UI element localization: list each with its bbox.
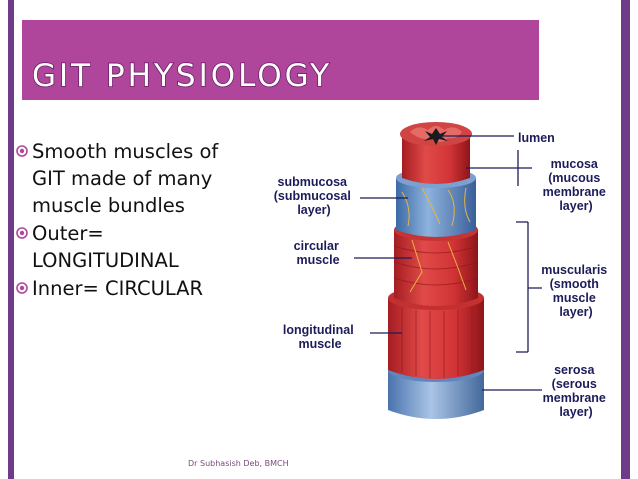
bullet-item: Smooth muscles of GIT made of many muscl…	[16, 138, 256, 219]
bullet-list: Smooth muscles of GIT made of many muscl…	[16, 138, 256, 303]
mucosa-label: mucosa (mucous membrane layer)	[543, 157, 610, 213]
left-accent-bar	[8, 0, 14, 479]
bullet-item: Outer= LONGITUDINAL	[16, 220, 256, 274]
title-band	[22, 20, 539, 100]
lumen-icon	[424, 128, 448, 145]
lumen-label: lumen	[518, 131, 555, 145]
right-leader-lines	[438, 135, 542, 391]
git-wall-diagram: lumen mucosa (mucous membrane layer) sub…	[274, 122, 611, 419]
right-accent-bar	[621, 0, 630, 479]
submucosa-label: submucosa (submucosal layer)	[274, 175, 355, 217]
bullet-icon	[16, 145, 28, 157]
bullet-item: Inner= CIRCULAR	[16, 275, 256, 302]
serosa-label: serosa (serous membrane layer)	[543, 363, 610, 419]
mucosa-layer	[400, 122, 472, 184]
bullet-icon	[16, 282, 28, 294]
bullet-text: Outer= LONGITUDINAL	[32, 222, 179, 272]
footer-credit: Dr Subhasish Deb, BMCH	[188, 459, 289, 468]
bullet-text: Inner= CIRCULAR	[32, 277, 204, 300]
left-leader-lines	[354, 197, 412, 334]
circular-muscle-label: circular muscle	[294, 239, 343, 267]
longitudinal-muscle-label: longitudinal muscle	[283, 323, 357, 351]
bullet-icon	[16, 227, 28, 239]
bullet-text: Smooth muscles of GIT made of many muscl…	[32, 140, 219, 217]
slide-title: GIT PHYSIOLOGY	[31, 57, 333, 95]
muscularis-label: muscularis (smooth muscle layer)	[541, 263, 611, 319]
